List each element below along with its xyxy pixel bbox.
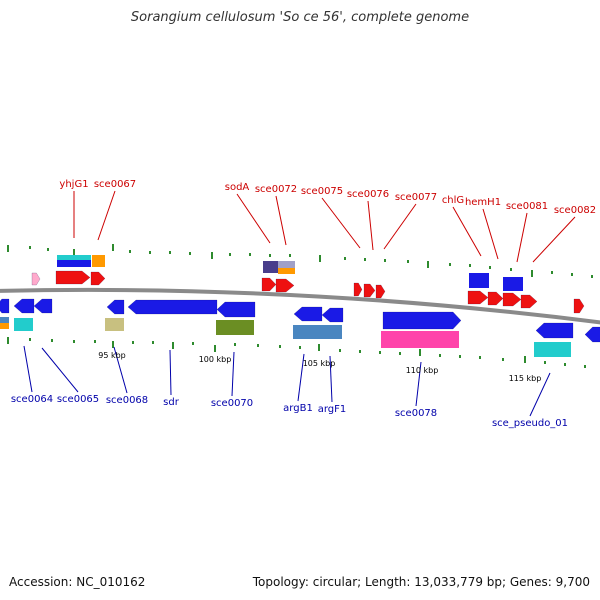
gene-label-top[interactable]: chlG — [442, 195, 464, 206]
gene-arrow-red[interactable] — [353, 282, 363, 297]
leader-line — [452, 206, 482, 257]
gene-arrow-red[interactable] — [467, 290, 489, 305]
leader-line — [532, 216, 576, 263]
leader-line — [321, 197, 361, 249]
gene-label-bottom[interactable]: sdr — [163, 397, 180, 408]
gene-label-bottom[interactable]: sce0068 — [106, 395, 148, 406]
feature-box-steel[interactable] — [0, 317, 9, 323]
gene-arrow-red[interactable] — [520, 294, 538, 309]
leader-line — [415, 361, 422, 407]
gene-label-bottom[interactable]: sce_pseudo_01 — [492, 418, 568, 429]
gene-arrow-red[interactable] — [502, 292, 522, 307]
gene-arrow-blue[interactable] — [106, 299, 125, 315]
gene-arrow-red[interactable] — [573, 298, 585, 314]
gene-arrow-red[interactable] — [90, 271, 106, 286]
leader-line — [236, 193, 271, 244]
gene-arrow-blue[interactable] — [33, 298, 53, 314]
gene-label-bottom[interactable]: sce0065 — [57, 394, 99, 405]
feature-box-cyan[interactable] — [14, 318, 33, 331]
leader-line — [41, 347, 79, 393]
gene-label-top[interactable]: sce0082 — [554, 205, 596, 216]
leader-line — [231, 351, 235, 397]
gene-arrow-red[interactable] — [487, 291, 504, 306]
feature-box-olive[interactable] — [216, 320, 254, 335]
feature-box-cyan[interactable] — [57, 255, 91, 260]
scale-tick-label: 110 kbp — [406, 366, 439, 375]
gene-arrow-blue[interactable] — [293, 306, 323, 322]
scale-tick-label: 115 kbp — [509, 374, 542, 383]
leader-line — [169, 349, 172, 396]
leader-line — [516, 212, 528, 263]
feature-box-blue[interactable] — [469, 273, 489, 288]
gene-label-bottom[interactable]: sce0070 — [211, 398, 253, 409]
feature-box-pink[interactable] — [381, 331, 459, 348]
leader-line — [383, 203, 417, 250]
feature-box-orange[interactable] — [0, 323, 9, 329]
gene-arrow-red[interactable] — [55, 270, 91, 285]
gene-label-top[interactable]: sce0076 — [347, 189, 389, 200]
gene-arrow-blue[interactable] — [584, 326, 600, 343]
leader-line — [329, 355, 333, 403]
gene-arrow-blue[interactable] — [382, 311, 462, 330]
gene-arrow-red[interactable] — [363, 283, 376, 298]
gene-arrow-pink[interactable] — [31, 272, 41, 286]
gene-label-bottom[interactable]: sce0078 — [395, 408, 437, 419]
genome-backbone — [0, 287, 600, 325]
gene-arrow-blue[interactable] — [0, 298, 10, 314]
gene-arrow-blue[interactable] — [216, 301, 256, 318]
scale-tick-label: 105 kbp — [303, 359, 336, 368]
gene-label-bottom[interactable]: sce0064 — [11, 394, 53, 405]
topology-label: Topology: circular; Length: 13,033,779 b… — [252, 575, 590, 589]
leader-line — [482, 208, 499, 260]
feature-box-lavender[interactable] — [278, 261, 295, 268]
feature-box-steel[interactable] — [293, 325, 320, 339]
leader-line — [367, 200, 374, 251]
gene-arrow-blue[interactable] — [127, 299, 218, 315]
gene-label-bottom[interactable]: argF1 — [318, 404, 347, 415]
feature-box-orange[interactable] — [92, 255, 105, 267]
feature-box-steel[interactable] — [320, 325, 342, 339]
genome-title: Sorangium cellulosum 'So ce 56', complet… — [130, 10, 470, 25]
gene-label-top[interactable]: sce0081 — [506, 201, 548, 212]
gene-arrow-red[interactable] — [261, 277, 277, 292]
gene-arrow-blue[interactable] — [13, 298, 35, 314]
feature-box-khaki[interactable] — [105, 318, 124, 331]
leader-line — [23, 345, 33, 393]
leader-line — [275, 195, 287, 246]
leader-line — [297, 353, 305, 402]
gene-label-top[interactable]: yhjG1 — [59, 179, 88, 190]
gene-label-top[interactable]: sodA — [225, 182, 250, 193]
feature-box-cyan[interactable] — [534, 342, 571, 357]
scale-tick-label: 95 kbp — [98, 351, 126, 360]
leader-line — [529, 372, 551, 417]
scale-tick-label: 100 kbp — [199, 355, 232, 364]
gene-arrow-blue[interactable] — [535, 322, 574, 339]
gene-label-top[interactable]: sce0072 — [255, 184, 297, 195]
feature-box-purple[interactable] — [263, 261, 278, 273]
gene-label-top[interactable]: sce0077 — [395, 192, 437, 203]
leader-line — [113, 346, 128, 394]
gene-label-top[interactable]: hemH1 — [465, 197, 501, 208]
gene-label-top[interactable]: sce0067 — [94, 179, 136, 190]
gene-arrow-blue[interactable] — [321, 307, 344, 323]
gene-label-top[interactable]: sce0075 — [301, 186, 343, 197]
feature-box-blue[interactable] — [503, 277, 523, 291]
gene-arrow-red[interactable] — [375, 284, 386, 299]
accession-label: Accession: NC_010162 — [9, 575, 146, 589]
leader-line — [97, 190, 116, 241]
gene-label-bottom[interactable]: argB1 — [283, 403, 313, 414]
feature-box-blue[interactable] — [57, 260, 91, 264]
feature-box-blue[interactable] — [57, 264, 91, 267]
gene-arrow-red[interactable] — [275, 278, 295, 293]
feature-box-orange[interactable] — [278, 268, 295, 274]
